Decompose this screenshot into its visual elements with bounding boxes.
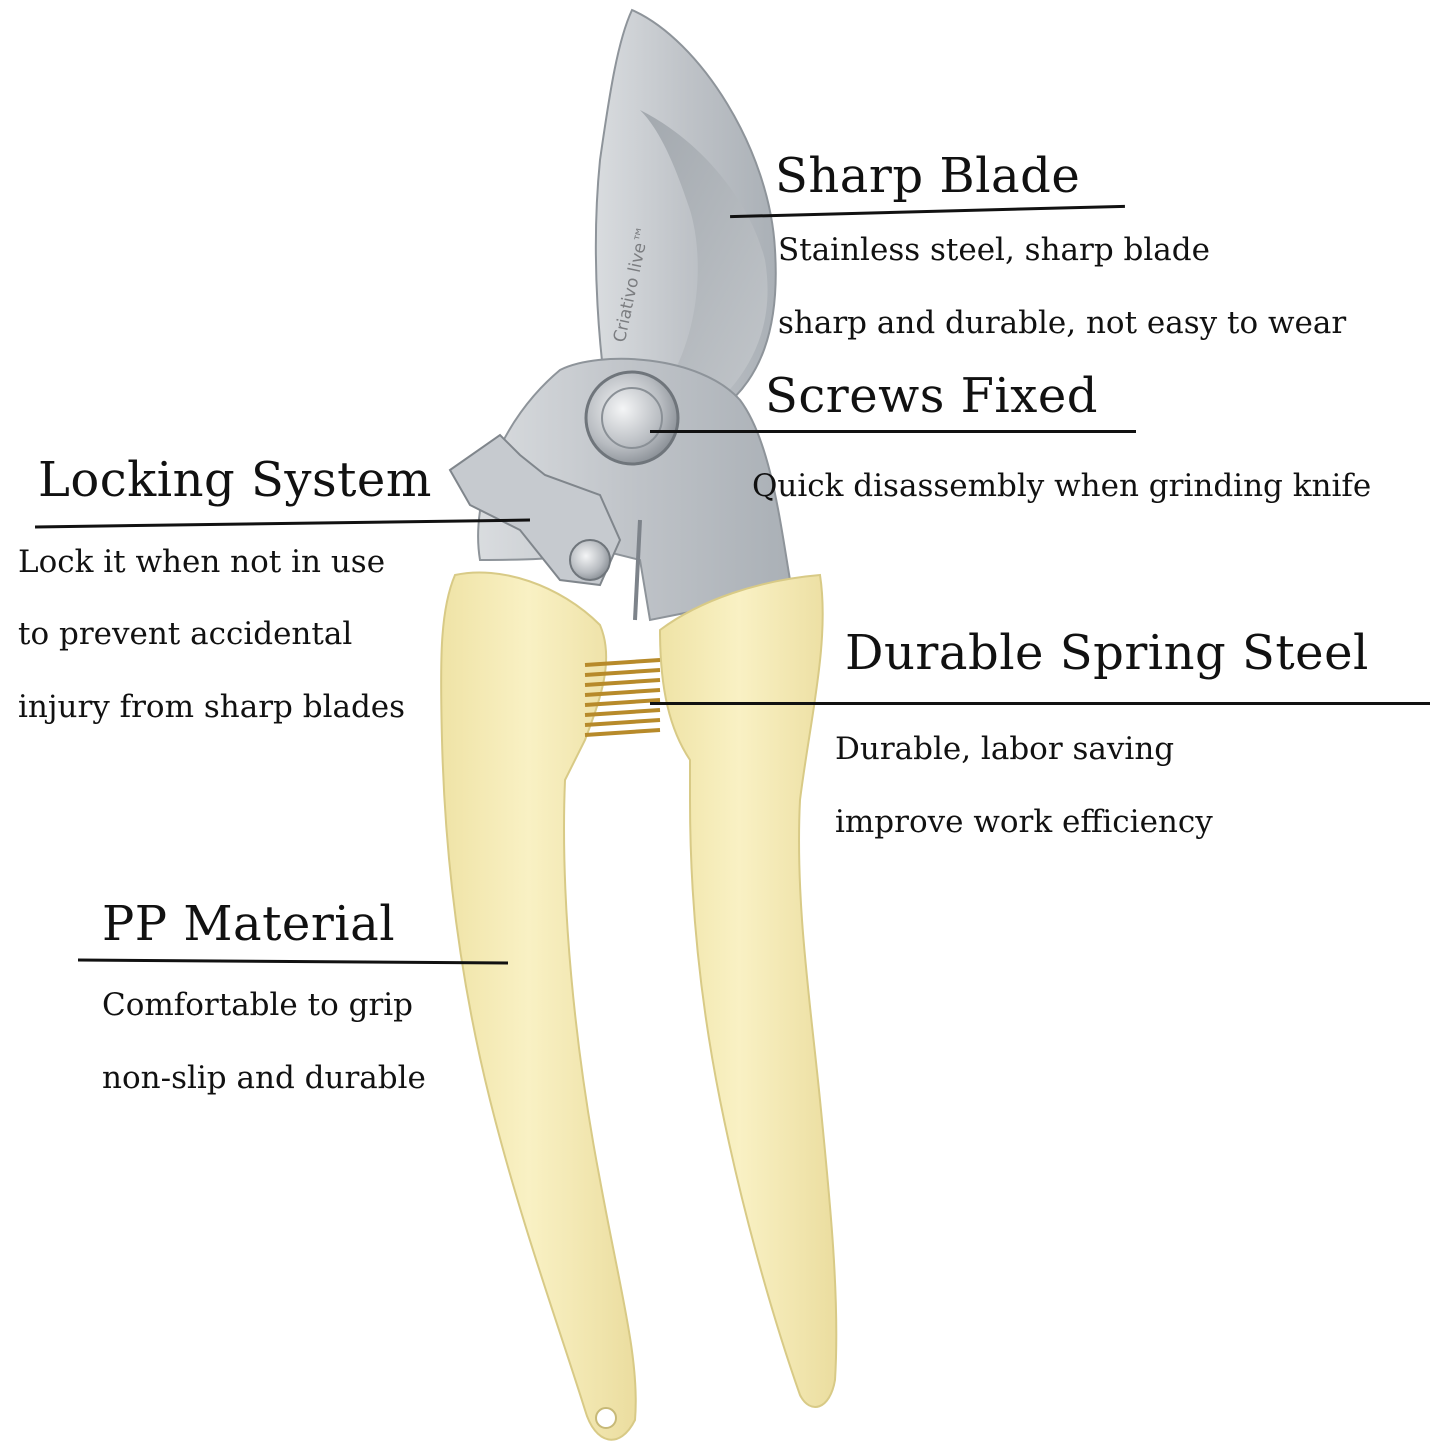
sharp-blade-desc-2: sharp and durable, not easy to wear: [778, 305, 1347, 341]
lock-rivet: [569, 539, 611, 581]
locking-system-desc-1: Lock it when not in use: [18, 544, 386, 580]
pp-material-desc-1: Comfortable to grip: [102, 987, 414, 1023]
pp-material-title: PP Material: [102, 896, 396, 952]
spring-steel-leader: [650, 702, 1430, 705]
spring-coil: [584, 658, 661, 737]
hang-hole: [595, 1407, 617, 1429]
screws-fixed-desc-1: Quick disassembly when grinding knife: [752, 468, 1372, 504]
locking-system-desc-2: to prevent accidental: [18, 616, 353, 652]
spring-steel-desc-1: Durable, labor saving: [835, 731, 1175, 767]
pivot-screw: [584, 370, 680, 466]
spring-steel-desc-2: improve work efficiency: [835, 804, 1213, 840]
locking-system-desc-3: injury from sharp blades: [18, 689, 406, 725]
spring-steel-title: Durable Spring Steel: [845, 625, 1369, 681]
pp-material-desc-2: non-slip and durable: [102, 1060, 426, 1096]
sharp-blade-title: Sharp Blade: [775, 148, 1081, 204]
sharp-blade-desc-1: Stainless steel, sharp blade: [778, 232, 1210, 268]
right-handle: [658, 573, 838, 1408]
jaw-slit: [633, 519, 642, 621]
locking-system-title: Locking System: [38, 452, 432, 508]
blade-bevel: [640, 110, 768, 400]
screws-fixed-leader: [650, 430, 1136, 433]
screws-fixed-title: Screws Fixed: [765, 368, 1098, 424]
